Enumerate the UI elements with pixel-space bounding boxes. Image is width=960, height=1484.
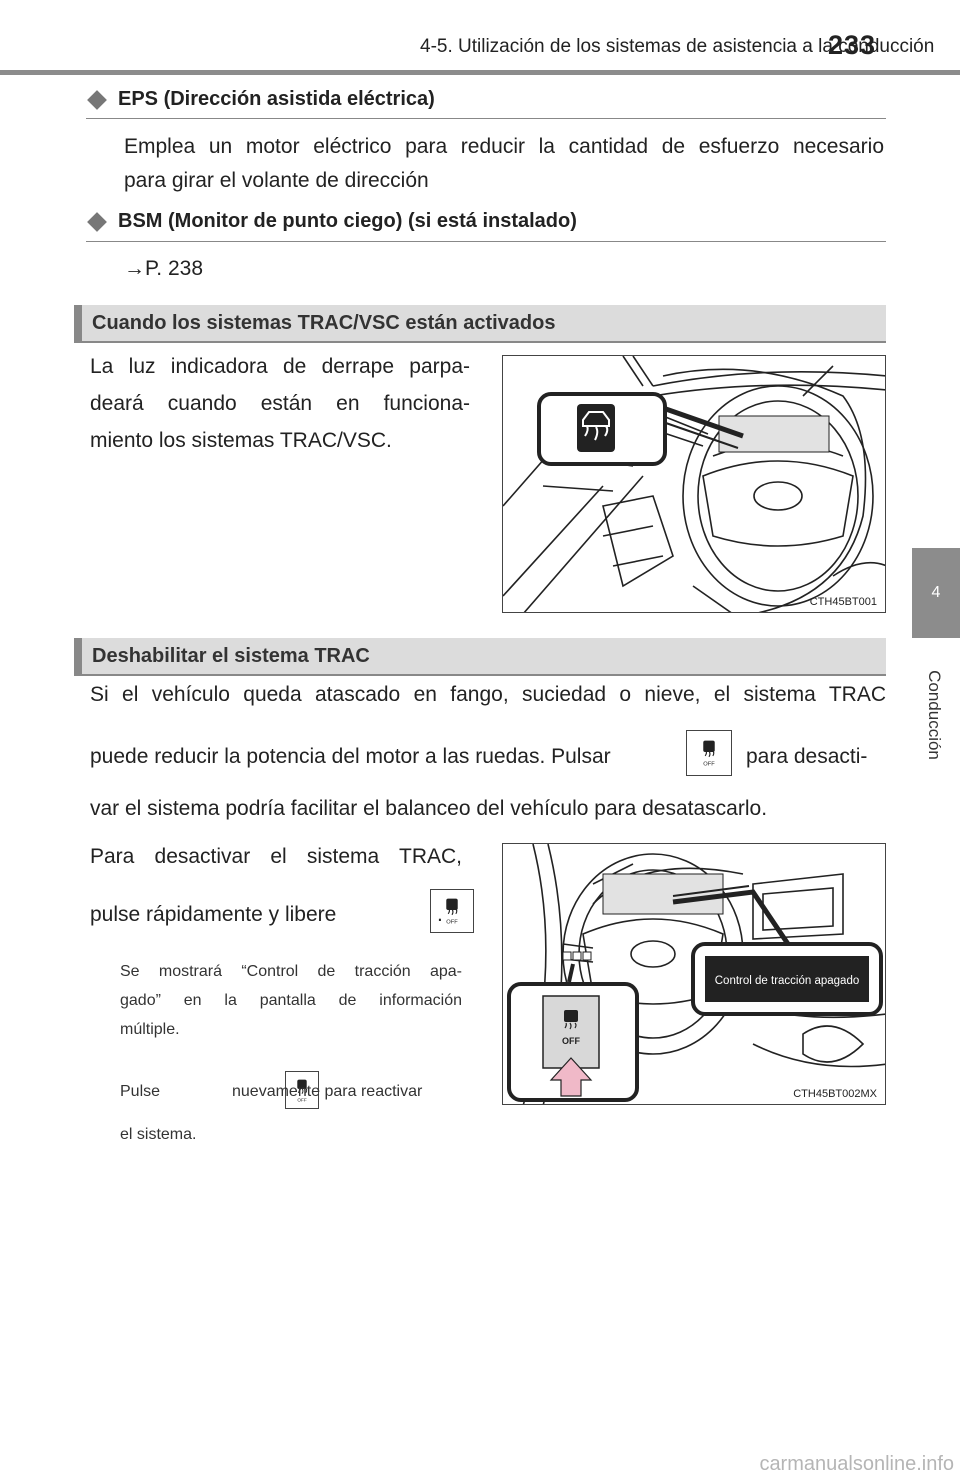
note-reactivate-b: nuevamente para reactivar — [232, 1083, 423, 1100]
bsm-heading: BSM (Monitor de punto ciego) (si está in… — [86, 210, 577, 233]
disable-trac-line2b: para desacti- — [746, 745, 868, 768]
figure-trac-off-switch: Control de tracción apagado OFF CTH45BT0… — [502, 843, 886, 1105]
running-header: 4-5. Utilización de los sistemas de asis… — [420, 36, 935, 57]
section-header-trac-vsc: Cuando los sistemas TRAC/VSC están activ… — [74, 305, 886, 343]
trac-off-button-icon[interactable]: OFF — [686, 730, 732, 776]
chapter-number: 4 — [931, 584, 941, 601]
chapter-tab: 4 — [912, 548, 960, 638]
chapter-label: Conducción — [925, 670, 944, 760]
note-display-message: Se mostrará “Control de tracción apa- ga… — [120, 963, 462, 1038]
page-number: 233 — [828, 30, 877, 60]
instruction-period: . — [437, 903, 443, 926]
header-rule — [0, 70, 960, 75]
trac-off-button-icon[interactable]: OFF — [430, 889, 475, 933]
diamond-bullet-icon — [87, 211, 107, 232]
dashboard-illustration — [503, 356, 885, 612]
svg-text:OFF: OFF — [297, 1097, 307, 1102]
note-reactivate-a: Pulse — [120, 1083, 161, 1100]
disable-trac-instruction-line2: pulse rápidamente y libere — [90, 903, 337, 926]
disable-trac-line2a: puede reducir la potencia del motor a la… — [90, 745, 611, 768]
disable-trac-instruction-line1: Para desactivar el sistema TRAC, — [90, 845, 462, 868]
press-arrow-icon — [549, 1057, 593, 1097]
figure-code-2: CTH45BT002MX — [793, 1088, 877, 1100]
bsm-page-ref[interactable]: →P. 238 — [124, 257, 204, 280]
bsm-rule — [86, 241, 886, 242]
trac-off-button-icon[interactable]: OFF — [284, 1071, 319, 1109]
skid-indicator-icon — [577, 404, 615, 452]
eps-text: Emplea un motor eléctrico para reducir l… — [124, 135, 884, 192]
note-reactivate-line2: el sistema. — [120, 1126, 197, 1143]
display-message-text: Control de tracción apagado — [715, 975, 860, 987]
disable-trac-paragraph: Si el vehículo queda atascado en fango, … — [90, 683, 886, 706]
trac-vsc-text: La luz indicadora de derrape parpa- dear… — [90, 355, 470, 452]
watermark: carmanualsonline.info — [759, 1453, 954, 1475]
svg-text:OFF: OFF — [447, 919, 459, 925]
trac-off-switch-icon: OFF — [562, 1010, 580, 1046]
switch-illustration: Control de tracción apagado OFF — [507, 844, 885, 1104]
eps-rule — [86, 118, 886, 119]
disable-trac-line3: var el sistema podría facilitar el balan… — [90, 797, 768, 820]
figure-code-1: CTH45BT001 — [809, 596, 877, 608]
diamond-bullet-icon — [87, 89, 107, 110]
svg-text:OFF: OFF — [703, 761, 715, 767]
svg-text:OFF: OFF — [562, 1036, 580, 1046]
section-header-disable-trac: Deshabilitar el sistema TRAC — [74, 638, 886, 676]
figure-dashboard-indicator: CTH45BT001 — [502, 355, 886, 613]
eps-heading: EPS (Dirección asistida eléctrica) — [86, 88, 435, 111]
